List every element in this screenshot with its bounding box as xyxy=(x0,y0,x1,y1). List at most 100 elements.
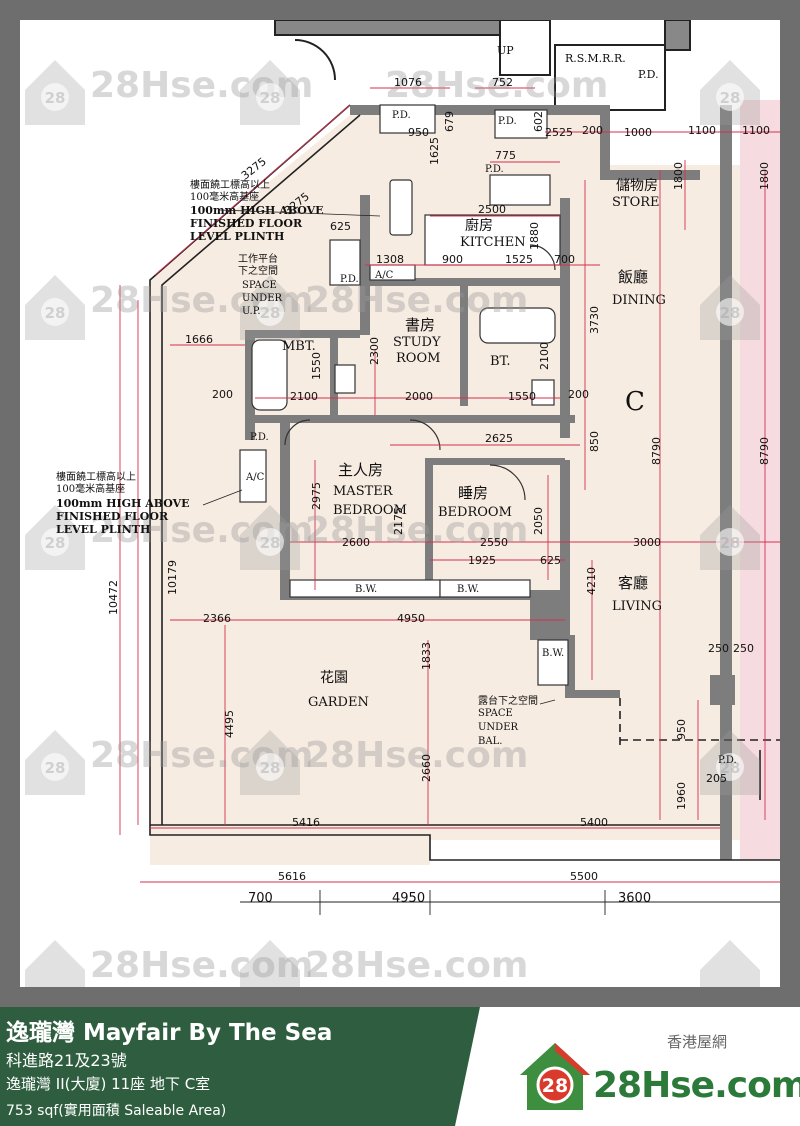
dim-3275a: 3275 xyxy=(239,155,269,182)
note-bal-en3: BAL. xyxy=(478,736,502,747)
dim-2300: 2300 xyxy=(368,337,381,365)
dim-950: 950 xyxy=(408,126,429,139)
note-plinth-en1-a: 100mm HIGH ABOVE xyxy=(190,204,324,217)
dim-2000: 2000 xyxy=(405,390,433,403)
label-master-cn: 主人房 xyxy=(338,461,383,479)
svg-text:28Hse.com: 28Hse.com xyxy=(305,510,528,551)
label-dining-en: DINING xyxy=(612,293,666,308)
label-pd-5: P.D. xyxy=(250,432,269,443)
label-mbt: MBT. xyxy=(282,339,316,354)
svg-text:28Hse.com: 28Hse.com xyxy=(305,280,528,321)
dim-1800a: 1800 xyxy=(672,162,685,190)
label-up: UP xyxy=(497,44,514,57)
label-bw-1: B.W. xyxy=(355,584,377,595)
dim-2625: 2625 xyxy=(485,432,513,445)
dim-1550b: 1550 xyxy=(508,390,536,403)
label-ac-1: A/C xyxy=(374,270,394,281)
label-bw-3: B.W. xyxy=(542,648,564,659)
label-study-en: STUDY xyxy=(393,335,441,350)
dim-205: 205 xyxy=(706,772,727,785)
note-plinth-en1-b: 100mm HIGH ABOVE xyxy=(56,497,190,510)
dim-3600: 3600 xyxy=(618,891,651,906)
dim-1076: 1076 xyxy=(394,76,422,89)
svg-text:28: 28 xyxy=(720,304,741,322)
svg-text:28Hse.com: 28Hse.com xyxy=(305,735,528,776)
svg-text:28: 28 xyxy=(45,759,66,777)
dim-1800b: 1800 xyxy=(758,162,771,190)
logo-chinese-text: 香港屋網 xyxy=(667,1033,728,1051)
room-labels: UP R.S.M.R.R. P.D. 儲物房 STORE 廚房 KITCHEN … xyxy=(245,44,737,766)
label-master-en2: BEDROOM xyxy=(333,503,407,518)
dim-1833: 1833 xyxy=(420,642,433,670)
note-plinth-en3-b: LEVEL PLINTH xyxy=(56,523,150,536)
label-study-cn: 書房 xyxy=(405,316,435,334)
interior-floor xyxy=(150,115,780,865)
dim-4495: 4495 xyxy=(223,710,236,738)
dim-1100b: 1100 xyxy=(742,124,770,137)
dim-1550a: 1550 xyxy=(310,352,323,380)
dim-602: 602 xyxy=(532,111,545,132)
dim-250b: 250 xyxy=(733,642,754,655)
dim-200b: 200 xyxy=(212,388,233,401)
dim-2100b: 2100 xyxy=(538,342,551,370)
dim-752: 752 xyxy=(492,76,513,89)
dim-5616: 5616 xyxy=(278,870,306,883)
dim-5500: 5500 xyxy=(570,870,598,883)
note-bal-en1: SPACE xyxy=(478,708,513,719)
note-plinth-cn2-b: 100毫米高基座 xyxy=(56,482,125,495)
note-space-cn2: 下之空間 xyxy=(238,264,278,277)
balcony-strip xyxy=(740,100,780,860)
dim-3730: 3730 xyxy=(588,306,601,334)
note-plinth-en2-b: FINISHED FLOOR xyxy=(56,510,169,523)
estate-title: 逸瓏灣 Mayfair By The Sea xyxy=(6,1020,333,1046)
label-kitchen-cn: 廚房 xyxy=(465,217,493,234)
note-bal-cn: 露台下之空間 xyxy=(478,694,538,707)
dim-2500: 2500 xyxy=(478,203,506,216)
svg-text:28: 28 xyxy=(45,89,66,107)
label-rsmrr: R.S.M.R.R. xyxy=(565,52,626,65)
label-living-cn: 客廳 xyxy=(618,574,648,592)
dim-625a: 625 xyxy=(330,220,351,233)
dim-2100a: 2100 xyxy=(290,390,318,403)
fixtures xyxy=(239,104,569,686)
note-plinth-cn2-a: 100毫米高基座 xyxy=(190,190,259,203)
svg-text:28: 28 xyxy=(542,1075,568,1097)
dim-10179: 10179 xyxy=(166,560,179,595)
svg-text:28Hse.com: 28Hse.com xyxy=(385,65,608,106)
dim-1100a: 1100 xyxy=(688,124,716,137)
dim-1525: 1525 xyxy=(505,253,533,266)
dim-3000: 3000 xyxy=(633,536,661,549)
dim-2525: 2525 xyxy=(545,126,573,139)
svg-text:28Hse.com: 28Hse.com xyxy=(305,945,528,986)
svg-text:28: 28 xyxy=(720,89,741,107)
label-ac-2: A/C xyxy=(245,472,265,483)
svg-text:28: 28 xyxy=(260,89,281,107)
dim-850: 850 xyxy=(588,431,601,452)
dimension-labels: 1076 752 950 679 602 2525 200 1000 1100 … xyxy=(107,76,771,906)
label-kitchen-en: KITCHEN xyxy=(460,235,526,250)
estate-address: 科進路21及23號 xyxy=(6,1051,127,1070)
house-logo-icon: 28 xyxy=(520,1043,590,1110)
note-plinth-cn1-a: 樓面饒工標高以上 xyxy=(190,178,270,191)
label-bedroom-en: BEDROOM xyxy=(438,505,512,520)
site-logo[interactable]: 28 香港屋網 28Hse.com xyxy=(515,1017,800,1117)
footer-info-panel: 逸瓏灣 Mayfair By The Sea 科進路21及23號 逸瓏灣 II(… xyxy=(0,1007,480,1126)
saleable-area: 753 sqf(實用面積 Saleable Area) xyxy=(6,1103,227,1119)
dim-1880: 1880 xyxy=(528,222,541,250)
dim-10472: 10472 xyxy=(107,580,120,615)
note-space-en3: U.P. xyxy=(242,306,261,317)
dim-700b: 700 xyxy=(248,891,273,906)
dim-8790a: 8790 xyxy=(650,437,663,465)
dim-2550: 2550 xyxy=(480,536,508,549)
label-living-en: LIVING xyxy=(612,599,662,614)
svg-text:28Hse.com: 28Hse.com xyxy=(90,945,313,986)
dim-900: 900 xyxy=(442,253,463,266)
svg-text:28: 28 xyxy=(720,759,741,777)
label-pd-2: P.D. xyxy=(498,116,517,127)
dim-2660: 2660 xyxy=(420,754,433,782)
dim-1308: 1308 xyxy=(376,253,404,266)
dim-775: 775 xyxy=(495,149,516,162)
dim-2366: 2366 xyxy=(203,612,231,625)
